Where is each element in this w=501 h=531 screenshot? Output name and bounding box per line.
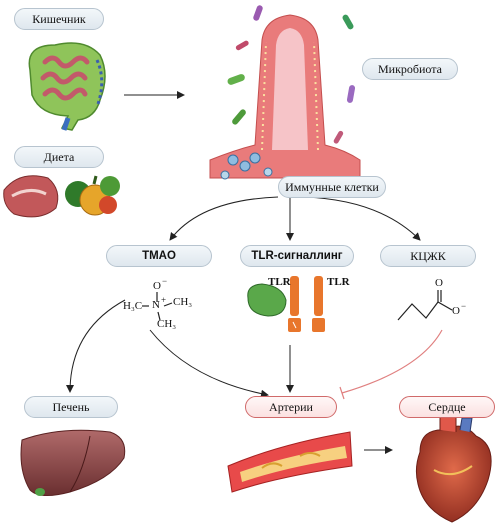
microbiota-label: Микробиота — [362, 58, 458, 80]
tmao-oxygen: O — [153, 280, 161, 292]
scfa-oxygen-top: O — [435, 277, 443, 289]
scfa-label: КЦЖК — [380, 245, 476, 267]
tmao-structure — [142, 292, 173, 321]
arrows — [66, 91, 421, 454]
intestine-illustration — [28, 42, 106, 131]
arteries-label: Артерии — [245, 396, 337, 418]
villus-illustration — [209, 5, 361, 180]
artery-illustration — [227, 431, 353, 493]
tlr-left-label: TLR — [268, 276, 291, 288]
tmao-nitrogen: N — [152, 299, 160, 311]
immune-cells-label: Иммунные клетки — [278, 176, 386, 198]
tmao-label: TMAO — [106, 245, 212, 267]
tmao-ch3-right: CH₃ — [173, 296, 193, 308]
scfa-oxygen-side: O — [452, 305, 460, 317]
tmao-nitrogen-charge: + — [161, 295, 167, 305]
scfa-oxygen-charge: − — [461, 301, 467, 311]
heart-illustration — [415, 411, 492, 523]
diet-label: Диета — [14, 146, 104, 168]
liver-illustration — [20, 429, 126, 496]
scfa-structure — [397, 290, 453, 321]
tlr-right-label: TLR — [327, 276, 350, 288]
intestine-label: Кишечник — [14, 8, 104, 30]
food-illustration — [3, 175, 120, 218]
tmao-ch3-bottom: CH₃ — [157, 318, 177, 330]
liver-label: Печень — [24, 396, 118, 418]
heart-label: Сердце — [399, 396, 495, 418]
tlr-signaling-label: TLR-сигналлинг — [240, 245, 354, 267]
inhibition-line — [339, 329, 443, 400]
tlr-illustration — [247, 276, 325, 332]
tmao-oxygen-charge: − — [162, 276, 168, 286]
tmao-ch3-left: H₃C — [123, 300, 143, 312]
